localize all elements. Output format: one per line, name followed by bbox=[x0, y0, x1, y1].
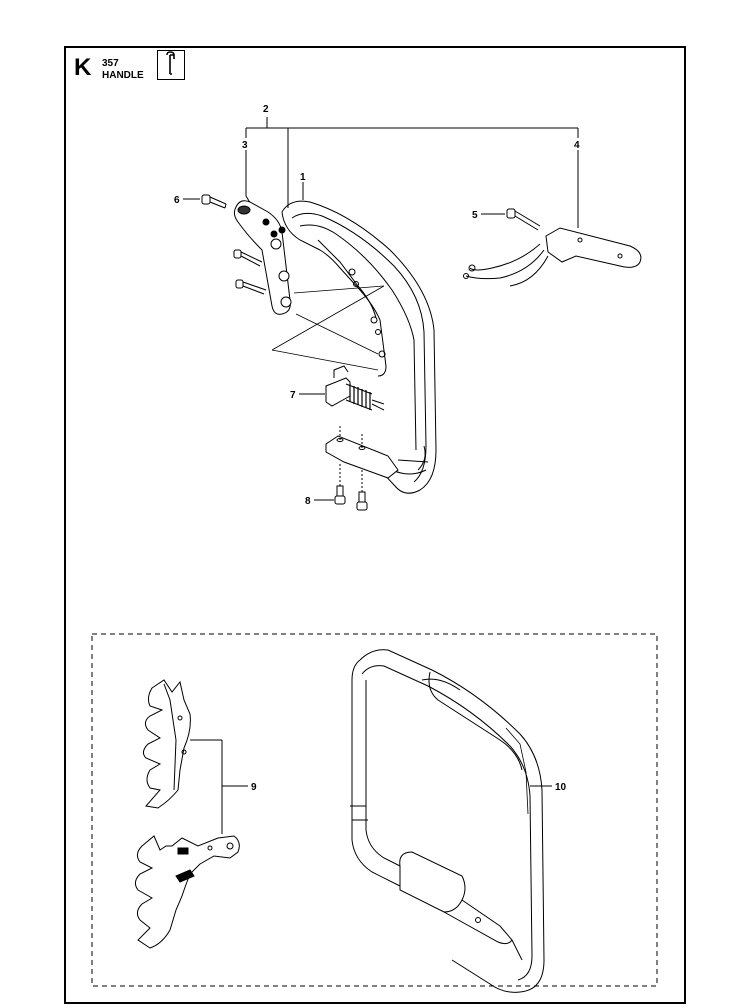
plate-lower bbox=[325, 426, 399, 479]
screw-8b bbox=[356, 470, 368, 511]
page-frame bbox=[64, 46, 686, 1004]
callout-8: 8 bbox=[305, 496, 311, 507]
bracket-3 bbox=[233, 200, 292, 315]
screw-5 bbox=[506, 208, 541, 231]
leader-3 bbox=[245, 150, 253, 207]
section-number: 357 bbox=[102, 58, 119, 69]
bumper-spike-9b bbox=[134, 835, 240, 949]
screw-8a bbox=[334, 464, 346, 505]
screw-6 bbox=[201, 194, 227, 209]
callout-6: 6 bbox=[174, 195, 180, 206]
callout-7: 7 bbox=[290, 390, 296, 401]
section-letter: K bbox=[74, 54, 92, 81]
screw-bracket-a bbox=[233, 249, 263, 267]
tool-box bbox=[157, 50, 185, 80]
construction-lines bbox=[271, 285, 385, 371]
screw-bracket-b bbox=[235, 279, 267, 295]
leader-2 bbox=[245, 117, 579, 208]
callout-3: 3 bbox=[242, 140, 248, 151]
handle-10 bbox=[350, 649, 545, 993]
callout-4: 4 bbox=[574, 140, 580, 151]
callout-2: 2 bbox=[263, 104, 269, 115]
callout-10: 10 bbox=[555, 782, 567, 793]
handle-1 bbox=[281, 200, 437, 494]
callout-9: 9 bbox=[251, 782, 257, 793]
bracket-4 bbox=[463, 227, 642, 287]
leader-9 bbox=[190, 739, 248, 834]
wrench-icon bbox=[166, 51, 175, 75]
callout-5: 5 bbox=[472, 210, 478, 221]
buffer-7 bbox=[325, 365, 385, 411]
section-title: HANDLE bbox=[102, 70, 144, 81]
bumper-spike-9a bbox=[142, 679, 191, 809]
alternative-parts-box bbox=[91, 633, 658, 987]
callout-1: 1 bbox=[300, 172, 306, 183]
